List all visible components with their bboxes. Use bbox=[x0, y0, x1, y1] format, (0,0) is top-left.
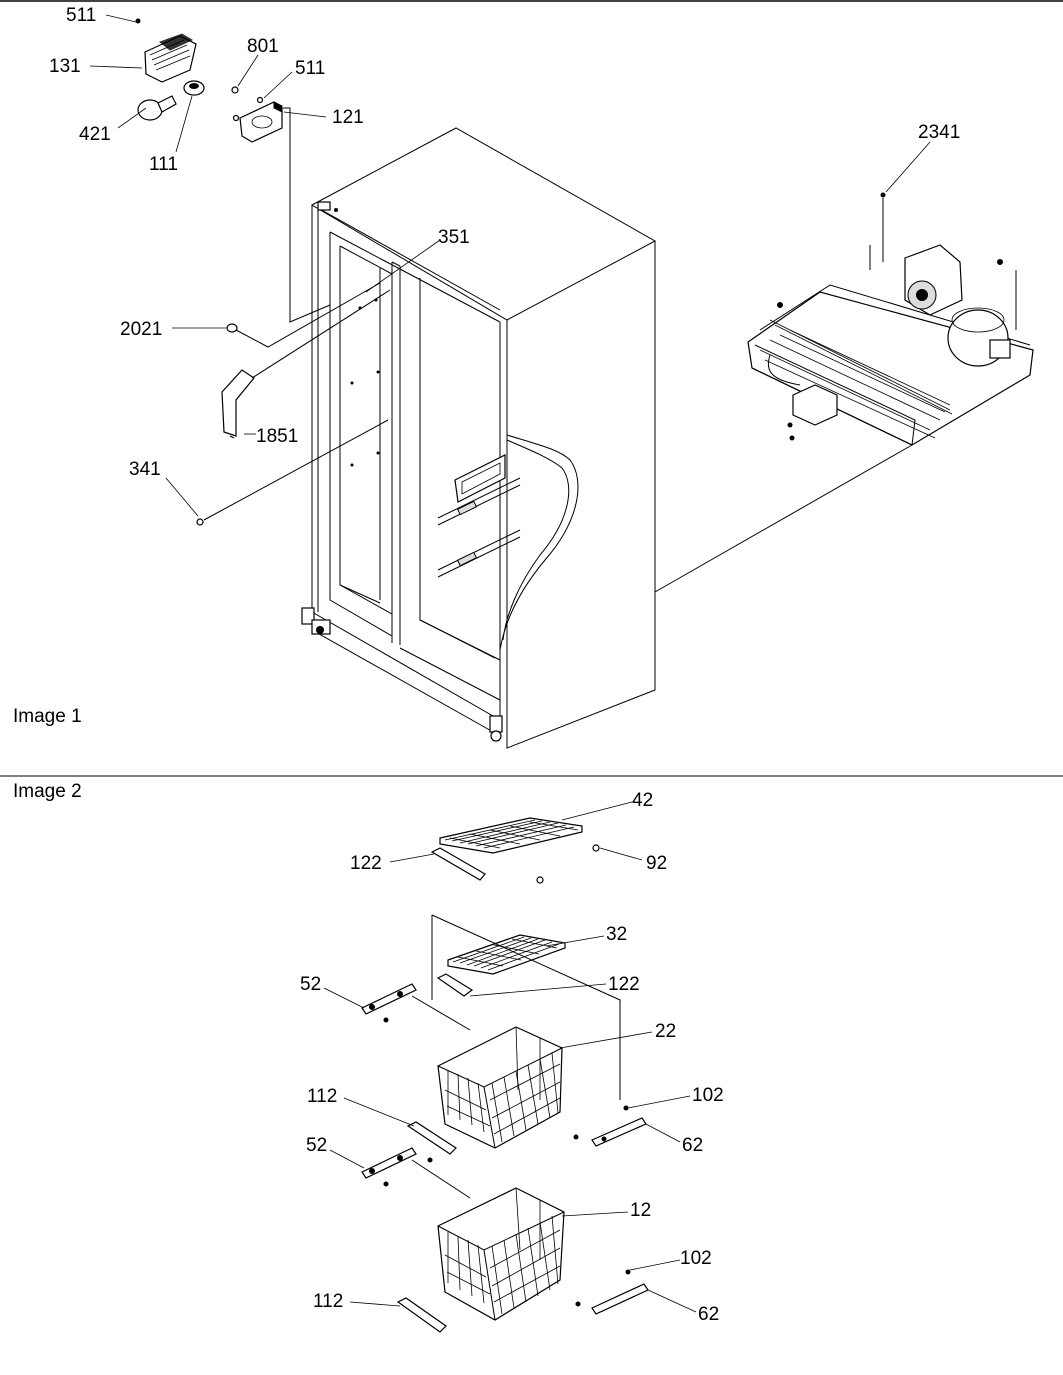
light-housing-121 bbox=[239, 101, 283, 143]
label-62-upper: 62 bbox=[682, 1135, 703, 1156]
label-42: 42 bbox=[632, 790, 653, 811]
trim-112-lower bbox=[396, 1297, 447, 1333]
label-22: 22 bbox=[655, 1021, 676, 1042]
label-511-right: 511 bbox=[295, 58, 325, 79]
wire-shelf-32 bbox=[431, 914, 621, 1100]
label-111: 111 bbox=[149, 154, 178, 175]
image1-section: 511 131 801 511 121 421 111 2341 351 202… bbox=[13, 5, 1034, 749]
label-102-lower: 102 bbox=[680, 1248, 712, 1269]
slide-rail-52-upper bbox=[361, 983, 471, 1031]
slide-rail-62-lower bbox=[575, 1269, 649, 1315]
trim-112-upper bbox=[406, 1121, 457, 1155]
label-92: 92 bbox=[646, 853, 667, 874]
screw-2021 bbox=[226, 282, 381, 348]
machine-compartment-2341 bbox=[654, 192, 1034, 593]
label-801: 801 bbox=[247, 36, 279, 57]
screw-121-pin bbox=[232, 114, 240, 122]
light-cover-131 bbox=[144, 33, 197, 83]
screw-801 bbox=[231, 86, 239, 94]
label-2021: 2021 bbox=[120, 319, 162, 340]
label-121: 121 bbox=[332, 107, 364, 128]
screw-341 bbox=[196, 419, 389, 526]
wire-shelf-42 bbox=[430, 817, 600, 884]
label-122-middle: 122 bbox=[608, 974, 640, 995]
wire-basket-22 bbox=[437, 1026, 563, 1149]
image2-leader-lines bbox=[323, 801, 697, 1313]
label-2341: 2341 bbox=[918, 122, 960, 143]
slide-rail-62-upper bbox=[573, 1105, 647, 1147]
light-harness-line bbox=[283, 107, 331, 323]
wire-basket-12 bbox=[437, 1187, 565, 1321]
handle-1851 bbox=[221, 289, 391, 439]
label-511-top: 511 bbox=[66, 5, 96, 26]
label-351: 351 bbox=[438, 227, 470, 248]
image2-section: Image 2 bbox=[13, 781, 724, 1333]
label-32: 32 bbox=[606, 924, 627, 945]
image1-leader-lines bbox=[89, 14, 931, 517]
label-52-lower: 52 bbox=[306, 1135, 327, 1156]
label-1851: 1851 bbox=[256, 426, 298, 447]
label-131: 131 bbox=[49, 56, 81, 77]
screw-511a bbox=[135, 18, 141, 24]
label-102-upper: 102 bbox=[692, 1085, 724, 1106]
caption-image-2: Image 2 bbox=[13, 781, 82, 802]
caption-image-1: Image 1 bbox=[13, 706, 82, 727]
label-62-lower: 62 bbox=[698, 1304, 719, 1325]
label-12: 12 bbox=[630, 1200, 651, 1221]
label-52-upper: 52 bbox=[300, 974, 321, 995]
screw-511b bbox=[256, 96, 264, 104]
label-341: 341 bbox=[129, 459, 161, 480]
label-421: 421 bbox=[79, 124, 111, 145]
label-112-upper: 112 bbox=[307, 1086, 337, 1107]
socket-111 bbox=[183, 80, 205, 96]
label-112-lower: 112 bbox=[313, 1291, 343, 1312]
refrigerator-cabinet bbox=[301, 127, 657, 749]
label-122-top: 122 bbox=[350, 853, 382, 874]
slide-rail-52-lower bbox=[361, 1147, 471, 1199]
front-rollers bbox=[301, 607, 503, 742]
bulb-421 bbox=[137, 95, 177, 121]
